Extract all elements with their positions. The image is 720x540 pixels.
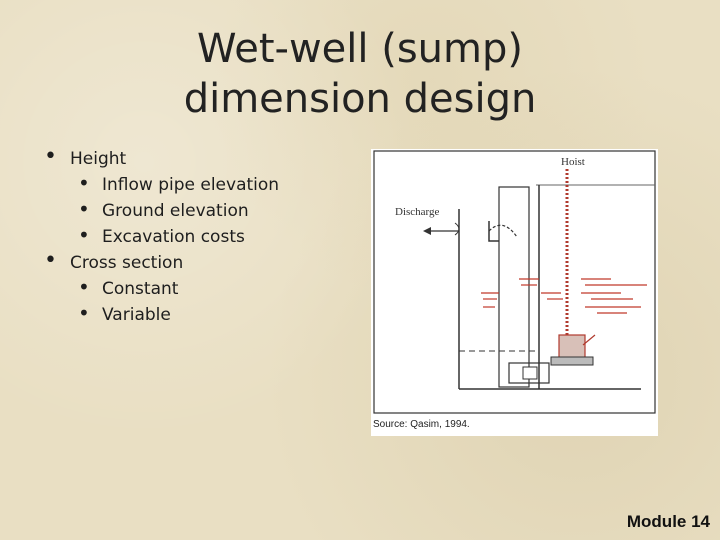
valve-symbol (454, 222, 460, 236)
pump-outlet-pipe (508, 362, 550, 384)
diagram-frame (373, 150, 656, 414)
bullet-ground: Ground elevation (44, 196, 364, 224)
hoist-label: Hoist (561, 156, 585, 168)
pump-cable (582, 334, 596, 346)
bullet-variable: Variable (44, 300, 364, 328)
discharge-label: Discharge (395, 206, 440, 218)
bullet-cross-section: Cross section (44, 248, 364, 276)
bullet-inflow: Inflow pipe elevation (44, 170, 364, 198)
bullet-list: Height Inflow pipe elevation Ground elev… (44, 144, 364, 328)
pipe-bend (488, 224, 518, 238)
pipe-elbow (488, 221, 499, 242)
wet-well-diagram: Hoist Discharge (371, 149, 658, 436)
pump-base (550, 356, 594, 366)
title-line-1: Wet-well (sump) (197, 26, 523, 72)
module-label: Module 14 (626, 512, 710, 531)
title-line-2: dimension design (183, 76, 537, 122)
submersible-pump (558, 334, 586, 360)
discharge-arrow-head (423, 227, 431, 235)
discharge-column (498, 186, 530, 388)
slide-title: Wet-well (sump) dimension design (0, 24, 720, 124)
outlet-flange (522, 366, 538, 380)
bullet-excavation: Excavation costs (44, 222, 364, 250)
wet-well-drawing: Hoist Discharge (373, 150, 656, 414)
bullet-height: Height (44, 144, 364, 172)
figure-source: Source: Qasim, 1994. (373, 419, 470, 430)
bullet-constant: Constant (44, 274, 364, 302)
water-levels (481, 278, 647, 314)
